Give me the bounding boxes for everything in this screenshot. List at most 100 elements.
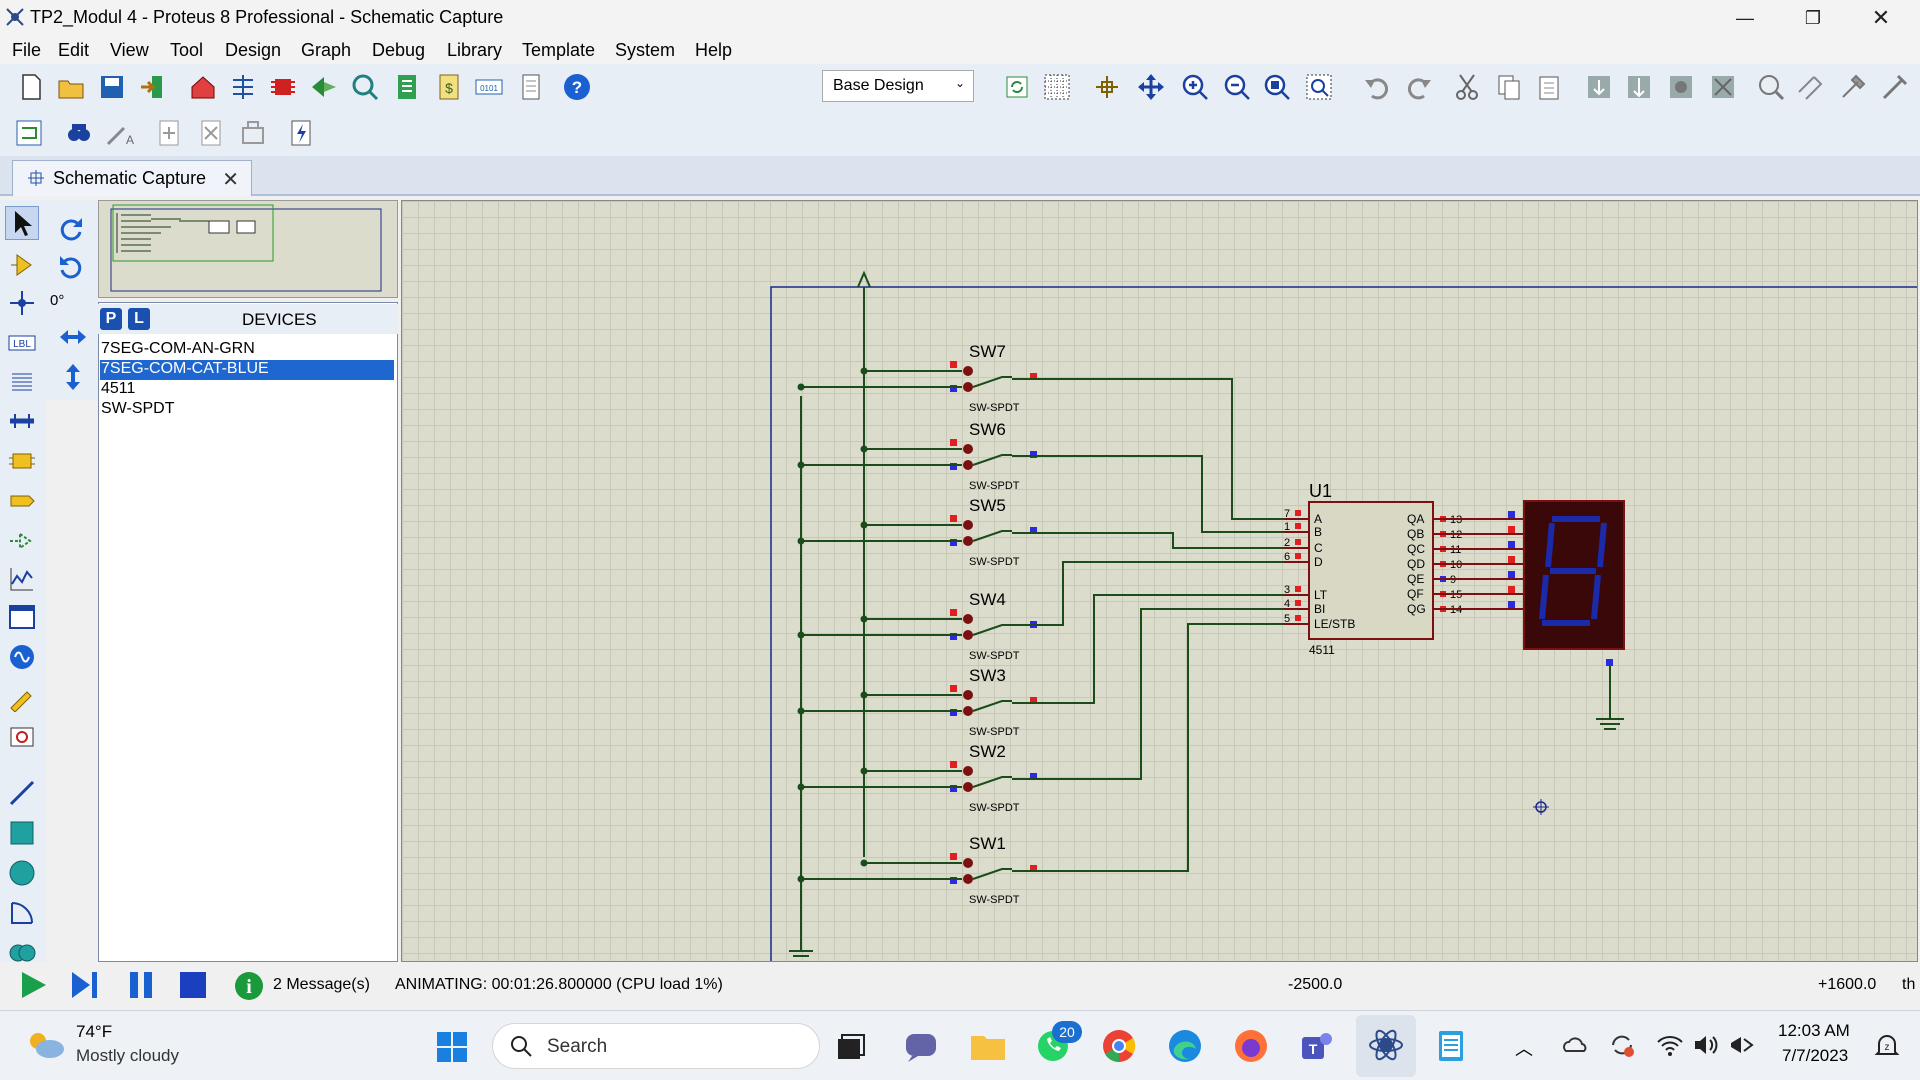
source-code-icon[interactable]: 0101 [472, 70, 506, 104]
onedrive-icon[interactable] [1562, 1035, 1588, 1055]
task-view-icon[interactable] [836, 1033, 866, 1061]
pan-icon[interactable] [1134, 70, 1168, 104]
step-button[interactable] [70, 970, 100, 1000]
rotate-anticlockwise-icon[interactable] [54, 250, 88, 284]
generator-mode-icon[interactable] [5, 640, 39, 674]
help-icon[interactable]: ? [560, 70, 594, 104]
minimize-button[interactable]: — [1736, 7, 1754, 28]
device-pins-icon[interactable] [5, 524, 39, 558]
menu-template[interactable]: Template [522, 40, 596, 60]
line-tool-icon[interactable] [5, 776, 39, 810]
graph-mode-icon[interactable] [5, 562, 39, 596]
path-tool-icon[interactable] [5, 936, 39, 970]
battery-icon[interactable] [1728, 1033, 1756, 1057]
weather-temp[interactable]: 74°F [76, 1022, 113, 1041]
make-device-icon[interactable] [1794, 70, 1828, 104]
teams-chat-icon[interactable] [904, 1031, 938, 1063]
weather-cloud-icon[interactable] [26, 1029, 66, 1059]
device-item[interactable]: 4511 [101, 380, 136, 397]
tab-schematic-capture[interactable]: Schematic Capture ✕ [12, 160, 252, 196]
zoom-all-icon[interactable] [1260, 70, 1294, 104]
box-tool-icon[interactable] [5, 816, 39, 850]
wire-autorouter-icon[interactable] [12, 116, 46, 150]
windows-start-icon[interactable] [436, 1031, 468, 1063]
arc-tool-icon[interactable] [5, 896, 39, 930]
new-file-icon[interactable] [14, 70, 48, 104]
menu-view[interactable]: View [110, 40, 149, 60]
proteus-taskbar-button[interactable] [1356, 1015, 1416, 1077]
paste-icon[interactable] [1532, 70, 1566, 104]
notepad-icon[interactable] [1436, 1027, 1466, 1063]
close-button[interactable]: ✕ [1871, 5, 1891, 30]
search-and-tag-icon[interactable] [62, 116, 96, 150]
toggle-grid-icon[interactable] [1040, 70, 1074, 104]
remove-sheet-icon[interactable] [194, 116, 228, 150]
zoom-in-icon[interactable] [1178, 70, 1212, 104]
menu-debug[interactable]: Debug [372, 40, 426, 60]
terminals-icon[interactable] [5, 484, 39, 518]
design-variant-select[interactable]: Base Design⌄ [822, 70, 974, 102]
wifi-icon[interactable] [1656, 1033, 1684, 1057]
undo-icon[interactable] [1360, 70, 1394, 104]
block-copy-icon[interactable] [1582, 70, 1616, 104]
design-explorer-icon[interactable] [390, 70, 424, 104]
info-icon[interactable]: i [234, 971, 264, 1001]
redo-icon[interactable] [1402, 70, 1436, 104]
library-manager-button[interactable]: L [128, 308, 150, 330]
schematic-icon[interactable] [226, 70, 260, 104]
menu-design[interactable]: Design [225, 40, 282, 60]
sync-icon[interactable] [1608, 1031, 1636, 1059]
play-button[interactable] [18, 970, 48, 1000]
decompose-icon[interactable] [1878, 70, 1912, 104]
copy-icon[interactable] [1492, 70, 1526, 104]
messages-count[interactable]: 2 Message(s) [273, 976, 370, 993]
pause-button[interactable] [126, 970, 156, 1000]
maximize-button[interactable]: ❐ [1804, 7, 1822, 28]
block-move-icon[interactable] [1622, 70, 1656, 104]
text-script-icon[interactable] [5, 364, 39, 398]
device-item[interactable]: 7SEG-COM-AN-GRN [101, 340, 255, 357]
teams-icon[interactable]: T [1300, 1029, 1334, 1063]
tape-recorder-icon[interactable] [5, 600, 39, 634]
rotation-angle[interactable]: 0° [50, 292, 65, 309]
import-icon[interactable] [136, 70, 170, 104]
notifications-icon[interactable]: z [1874, 1033, 1900, 1059]
pcb-layout-icon[interactable] [266, 70, 300, 104]
home-icon[interactable] [186, 70, 220, 104]
stop-button[interactable] [178, 970, 208, 1000]
subcircuit-icon[interactable] [5, 444, 39, 478]
refresh-icon[interactable] [1000, 70, 1034, 104]
zoom-area-icon[interactable] [1302, 70, 1336, 104]
virtual-instruments-icon[interactable] [5, 720, 39, 754]
voltage-probe-icon[interactable] [5, 680, 39, 714]
component-mode-icon[interactable] [5, 248, 39, 282]
cut-icon[interactable] [1450, 70, 1484, 104]
3d-viewer-icon[interactable] [307, 70, 341, 104]
wire-label-icon[interactable]: LBL [5, 326, 39, 360]
menu-graph[interactable]: Graph [301, 40, 352, 60]
mirror-horizontal-icon[interactable] [56, 320, 90, 354]
new-sheet-icon[interactable] [152, 116, 186, 150]
buses-icon[interactable] [5, 404, 39, 438]
pick-devices-button[interactable]: P [100, 308, 122, 330]
menu-system[interactable]: System [615, 40, 676, 60]
pick-parts-icon[interactable] [1754, 70, 1788, 104]
zoom-out-icon[interactable] [1220, 70, 1254, 104]
device-item[interactable]: SW-SPDT [101, 400, 175, 417]
weather-desc[interactable]: Mostly cloudy [76, 1046, 179, 1065]
menu-tool[interactable]: Tool [170, 40, 204, 60]
menu-help[interactable]: Help [695, 40, 733, 60]
bill-of-materials-icon[interactable]: $ [432, 70, 466, 104]
firefox-icon[interactable] [1234, 1029, 1268, 1063]
tray-overflow-icon[interactable]: ︿ [1515, 1039, 1533, 1059]
clock-time[interactable]: 12:03 AM [1778, 1021, 1850, 1040]
exit-to-parent-icon[interactable] [236, 116, 270, 150]
menu-library[interactable]: Library [447, 40, 503, 60]
menu-file[interactable]: File [12, 40, 42, 60]
